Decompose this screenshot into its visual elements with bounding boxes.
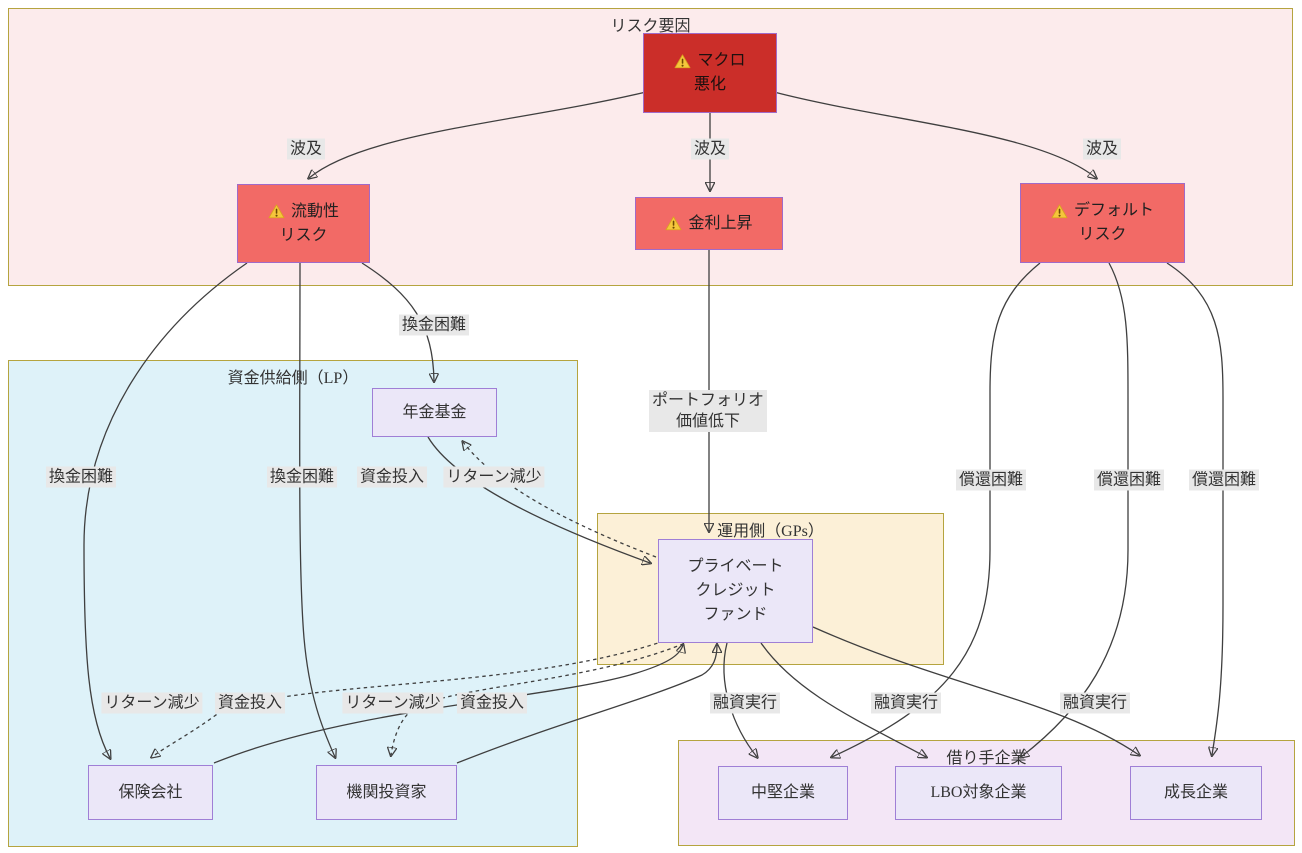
edge-repay-midsize xyxy=(832,262,1041,757)
edge-label-loan-3: 融資実行 xyxy=(1059,692,1131,714)
node-interest-rate-rise: 金利上昇 xyxy=(635,197,783,250)
edge-label-spread-1: 波及 xyxy=(286,138,326,160)
node-liquidity-line2: リスク xyxy=(279,226,328,244)
container-lp-side-label: 資金供給側（LP） xyxy=(227,370,359,387)
warning-icon xyxy=(674,53,691,69)
edge-label-return-insurance: リターン減少 xyxy=(101,692,203,714)
edge-label-loan-2: 融資実行 xyxy=(870,692,942,714)
warning-icon xyxy=(1051,203,1068,219)
edge-label-redemption-2: 償還困難 xyxy=(1093,469,1165,491)
edge-label-invest-pension: 資金投入 xyxy=(356,466,428,488)
node-institutional-line1: 機関投資家 xyxy=(346,783,427,801)
edge-invest-institutional xyxy=(456,645,717,764)
edge-repay-lbo xyxy=(1021,262,1129,757)
edge-cashout-insurance xyxy=(83,262,248,758)
node-lbo-line1: LBO対象企業 xyxy=(930,784,1027,801)
edge-label-spread-2: 波及 xyxy=(690,138,730,160)
edge-cashout-institutional xyxy=(299,262,335,757)
edge-invest-pension xyxy=(427,436,650,563)
edge-label-return-institutional: リターン減少 xyxy=(342,692,444,714)
edge-label-return-pension: リターン減少 xyxy=(443,466,545,488)
node-growth-line1: 成長企業 xyxy=(1163,784,1228,801)
edge-label-loan-1: 融資実行 xyxy=(709,692,781,714)
node-insurance-company: 保険会社 xyxy=(88,765,213,820)
node-growth-company: 成長企業 xyxy=(1130,766,1262,820)
node-liquidity-risk: 流動性 リスク xyxy=(237,184,370,263)
edge-label-spread-3: 波及 xyxy=(1082,138,1122,160)
edge-label-portfolio-line1: ポートフォリオ xyxy=(651,392,765,409)
edge-spread-1 xyxy=(309,91,647,178)
warning-icon xyxy=(268,204,285,219)
node-liquidity-line1: 流動性 xyxy=(290,202,339,220)
node-macro-line2: 悪化 xyxy=(693,76,726,93)
edge-label-cashout-3: 換金困難 xyxy=(266,466,338,488)
node-macro-line1: マクロ xyxy=(697,52,746,69)
container-borrowers-label: 借り手企業 xyxy=(946,750,1027,767)
edge-label-portfolio-decline: ポートフォリオ 価値低下 xyxy=(648,390,768,432)
node-default-risk: デフォルト リスク xyxy=(1020,183,1185,263)
node-pension-fund: 年金基金 xyxy=(372,388,497,437)
container-gp-side-label: 運用側（GPs） xyxy=(717,523,824,540)
edge-label-cashout-2: 換金困難 xyxy=(45,466,117,488)
edge-label-invest-insurance: 資金投入 xyxy=(214,692,286,714)
node-fund-line2: クレジット xyxy=(695,582,776,599)
edge-return-insurance xyxy=(152,640,665,757)
edge-spread-3 xyxy=(773,91,1096,178)
node-private-credit-fund: プライベート クレジット ファンド xyxy=(658,539,813,643)
warning-icon xyxy=(665,216,682,231)
node-insurance-line1: 保険会社 xyxy=(118,783,183,801)
edge-loan-growth xyxy=(812,626,1139,755)
edge-label-redemption-3: 償還困難 xyxy=(1188,469,1260,491)
edge-return-pension xyxy=(463,442,657,558)
node-macro-deterioration: マクロ 悪化 xyxy=(643,33,777,113)
node-default-line2: リスク xyxy=(1078,226,1127,243)
edge-label-redemption-1: 償還困難 xyxy=(955,469,1027,491)
node-default-line1: デフォルト xyxy=(1073,202,1154,219)
node-midsize-company: 中堅企業 xyxy=(718,766,848,820)
edge-label-invest-institutional: 資金投入 xyxy=(456,692,528,714)
node-fund-line1: プライベート xyxy=(687,558,784,575)
node-institutional-investors: 機関投資家 xyxy=(316,765,457,820)
node-midsize-line1: 中堅企業 xyxy=(750,784,815,801)
edge-invest-insurance xyxy=(213,645,683,764)
edge-label-portfolio-line2: 価値低下 xyxy=(675,413,741,430)
node-rate-line1: 金利上昇 xyxy=(688,214,753,232)
edge-loan-lbo xyxy=(760,642,926,757)
node-fund-line3: ファンド xyxy=(703,606,768,623)
edge-cashout-pension xyxy=(361,262,434,381)
node-pension-line1: 年金基金 xyxy=(402,403,467,421)
edge-label-cashout-1: 換金困難 xyxy=(398,314,470,336)
edge-repay-growth xyxy=(1166,262,1224,755)
edge-return-institutional xyxy=(391,640,691,755)
node-lbo-target-company: LBO対象企業 xyxy=(895,766,1062,820)
container-risk-factors-label: リスク要因 xyxy=(610,18,691,35)
